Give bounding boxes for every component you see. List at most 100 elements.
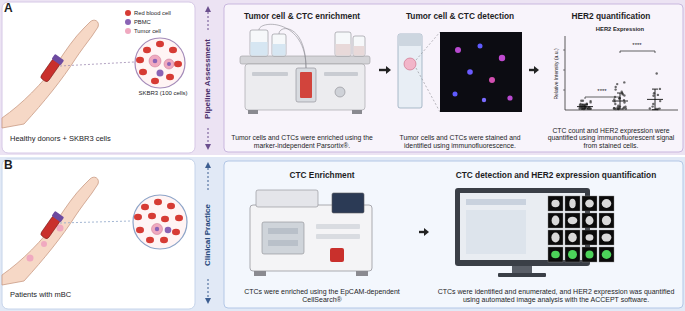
cellsearch-instrument-part — [268, 240, 298, 246]
panel-a-ground-part — [224, 4, 683, 152]
slide-and-micrograph-part — [478, 44, 483, 49]
parsortix-instrument-part — [250, 30, 268, 56]
cell-image-gallery-part — [548, 247, 563, 262]
parsortix-instrument-part — [296, 68, 316, 102]
cellsearch-instrument-part — [330, 248, 344, 262]
patient-arm-part — [133, 195, 187, 249]
slide-and-micrograph-part — [482, 98, 486, 102]
cell-image-gallery-part — [582, 230, 597, 245]
cell-image-gallery-part — [551, 233, 559, 243]
data-points-part — [616, 83, 618, 85]
parsortix-instrument-part — [353, 36, 365, 56]
panel-b-ground-part — [205, 162, 211, 168]
patient-arm-part — [60, 221, 131, 223]
cellsearch-instrument-part — [250, 205, 372, 271]
legend-swatch — [125, 19, 131, 25]
panel-a-ground-part — [208, 128, 209, 144]
donor-arm-part — [157, 70, 164, 77]
patient-arm — [2, 177, 187, 285]
panel-b-ground-part — [224, 161, 683, 308]
patient-arm-part — [39, 211, 64, 240]
cell-image-gallery-part — [551, 251, 560, 259]
data-points-part — [652, 103, 654, 105]
parsortix-instrument-part — [335, 87, 345, 97]
panel-a-ground-part — [208, 12, 209, 30]
arrow-shaft — [419, 231, 425, 233]
parsortix-instrument-part — [272, 34, 286, 56]
parsortix-instrument-part — [259, 24, 306, 68]
patient-arm-part — [27, 255, 34, 262]
parsortix-instrument-part — [252, 72, 288, 76]
cell-image-gallery-part — [599, 247, 614, 262]
cellsearch-instrument-part — [268, 228, 298, 234]
slide-and-micrograph-part — [499, 55, 505, 61]
patient-arm-part — [134, 214, 142, 220]
donor-arm-part — [174, 61, 182, 67]
donor-arm-part — [2, 20, 98, 128]
step-heading: HER2 quantification — [542, 12, 680, 22]
patient-arm-part — [141, 204, 149, 210]
donor-arm-part — [60, 62, 134, 66]
data-points-part — [651, 105, 653, 107]
step-caption: CTCs were enriched using the EpCAM-depen… — [228, 288, 416, 304]
step-column: Tumor cell & CTC detectionTumor cells an… — [392, 6, 528, 152]
donor-arm-part — [39, 54, 64, 83]
cell-image-gallery-part — [582, 247, 597, 262]
step-caption: Tumor cells and CTCs were stained and id… — [394, 134, 526, 150]
legend-swatch — [125, 10, 131, 16]
cell-image-gallery-part — [599, 196, 614, 211]
data-points-part — [614, 88, 616, 90]
step-column: CTC EnrichmentCTCs were enriched using t… — [226, 163, 418, 307]
slide-and-micrograph-part — [489, 77, 495, 83]
parsortix-instrument — [240, 24, 370, 114]
slide-and-micrograph-part — [398, 34, 422, 46]
cell-image-gallery-part — [552, 216, 560, 226]
monitor-part — [498, 273, 546, 277]
scene-box: Healthy donors + SKBR3 cells — [2, 2, 195, 153]
cell-image-gallery-part — [548, 213, 563, 228]
data-points-part — [623, 106, 625, 108]
slide-and-micrograph-part — [455, 47, 461, 53]
donor-arm-part — [164, 59, 174, 69]
slide-and-micrograph-part — [416, 32, 440, 112]
step-column: Tumor cell & CTC enrichmentTumor cells a… — [226, 6, 378, 152]
patient-arm-part — [155, 227, 159, 231]
panel: APipeline AssessmentHealthy donors + SKB… — [0, 0, 685, 155]
monitor-part — [455, 188, 590, 266]
cell-image-gallery-part — [551, 200, 559, 208]
cell-image-gallery-part — [599, 230, 614, 245]
monitor — [455, 188, 614, 277]
step-column: CTC detection and HER2 expression quanti… — [430, 163, 682, 307]
data-points-part — [623, 101, 625, 103]
cell-image-gallery-part — [569, 199, 575, 209]
arrow-head — [534, 66, 539, 74]
patient-arm-part — [148, 213, 156, 219]
patient-arm-part — [2, 177, 98, 285]
her2-chart-part — [563, 50, 565, 90]
data-points-part — [613, 107, 615, 109]
data-points-part — [615, 86, 617, 88]
data-points-part — [612, 93, 628, 109]
step-heading: Tumor cell & CTC enrichment — [228, 12, 376, 22]
data-points-part — [616, 106, 618, 108]
parsortix-instrument-part — [336, 44, 351, 56]
parsortix-instrument-part — [354, 46, 365, 56]
monitor-part — [466, 199, 526, 205]
panel-a-ground-part — [2, 2, 195, 153]
arrow-shaft — [379, 69, 387, 71]
cell-image-gallery-part — [582, 196, 597, 211]
panel-b-ground-part — [0, 157, 685, 311]
donor-arm-part — [166, 74, 174, 80]
step-heading: CTC Enrichment — [228, 171, 416, 181]
slide-and-micrograph — [398, 32, 522, 112]
panel-b-ground-part — [205, 298, 211, 304]
panel-b-ground-part — [208, 279, 209, 298]
step-heading: Tumor cell & CTC detection — [394, 12, 526, 22]
donor-arm-part — [143, 47, 151, 53]
arrow-head — [386, 66, 391, 74]
cell-image-gallery-part — [586, 234, 594, 240]
parsortix-instrument-part — [251, 42, 268, 56]
step-caption: CTCs were identified and enumerated, and… — [432, 288, 680, 304]
slide-and-micrograph-part — [453, 92, 458, 97]
